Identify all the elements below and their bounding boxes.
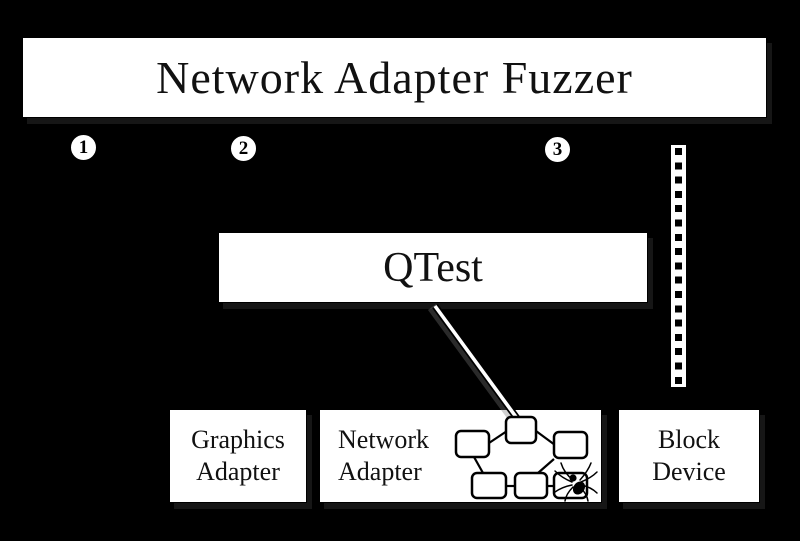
step-marker-1: 1: [70, 134, 97, 161]
block-device-line1: Block: [657, 425, 721, 455]
network-adapter-label: Network Adapter: [320, 424, 429, 487]
block-device-label: Block Device: [652, 424, 726, 487]
network-adapter-fuzzer-box: Network Adapter Fuzzer: [22, 37, 767, 118]
step-marker-2: 2: [230, 135, 257, 162]
qtest-label: QTest: [383, 244, 483, 291]
network-adapter-line1: Network: [338, 425, 429, 455]
qtest-box: QTest: [218, 232, 648, 303]
diagram-title: Network Adapter Fuzzer: [156, 52, 633, 103]
qtest-to-adapter-line: [427, 303, 522, 425]
step-marker-3: 3: [544, 136, 571, 163]
step-marker-3-label: 3: [552, 138, 563, 160]
dashed-connector-dashes: [675, 148, 682, 384]
block-device-box: Block Device: [618, 409, 760, 503]
block-device-line2: Device: [652, 457, 726, 486]
dashed-connector: [671, 145, 686, 387]
network-adapter-line2: Adapter: [338, 457, 422, 486]
step-marker-2-label: 2: [238, 137, 249, 159]
graphics-adapter-line2: Adapter: [196, 457, 280, 486]
graphics-adapter-label: Graphics Adapter: [191, 424, 285, 487]
graphics-adapter-line1: Graphics: [191, 425, 285, 455]
graphics-adapter-box: Graphics Adapter: [169, 409, 307, 503]
step-marker-1-label: 1: [78, 136, 89, 158]
network-adapter-box: Network Adapter: [319, 409, 602, 503]
